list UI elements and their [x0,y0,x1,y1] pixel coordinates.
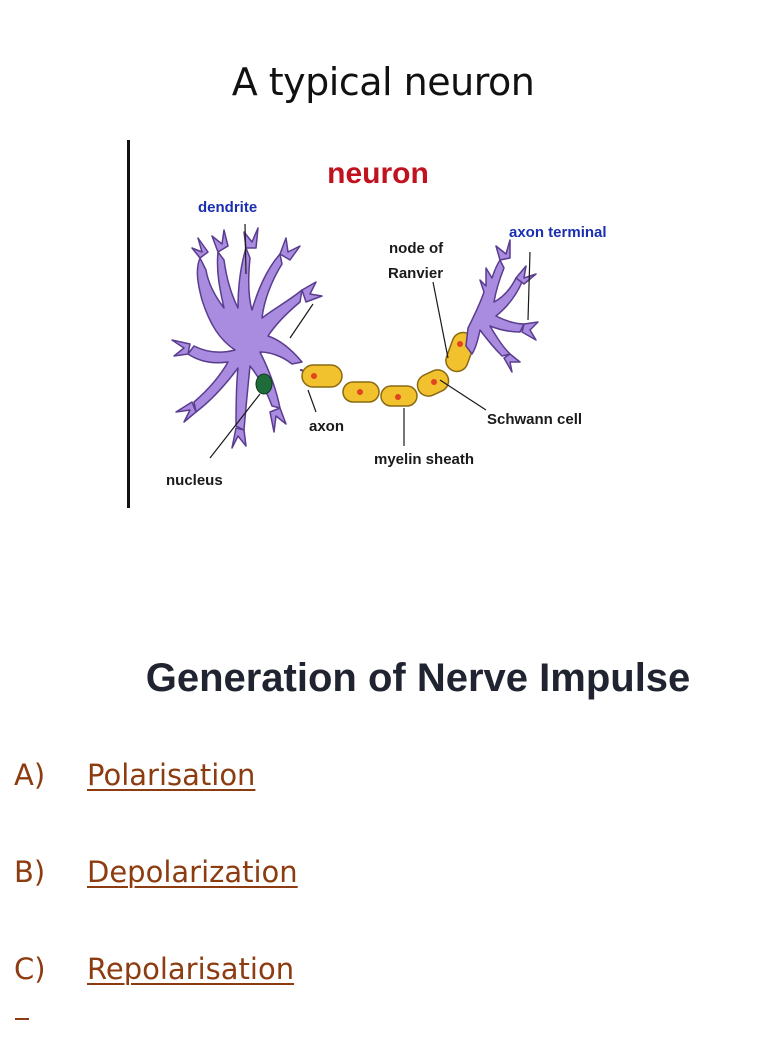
slide-title: A typical neuron [231,60,535,104]
list-item: B) Depolarization [14,855,298,952]
label-dendrite: dendrite [198,199,257,216]
impulse-steps-list: A) Polarisation B) Depolarization C) Rep… [14,758,298,1049]
step-marker: C) [14,952,46,986]
label-axon-terminal: axon terminal [509,224,607,241]
neuron-diagram: neuron [166,157,607,489]
nucleus-shape [255,373,273,395]
section-heading: Generation of Nerve Impulse [145,656,691,700]
axon-terminal-branches [465,239,539,373]
step-marker: B) [14,855,46,889]
underline-fragment [15,1018,29,1020]
label-axon: axon [309,418,344,435]
step-link-polarisation[interactable]: Polarisation [87,758,256,792]
diagram-title: neuron [327,157,429,190]
list-item: C) Repolarisation [14,952,298,1049]
myelin-sheath-segments [301,331,475,407]
step-link-depolarization[interactable]: Depolarization [87,855,298,889]
label-schwann-cell: Schwann cell [487,411,582,428]
label-myelin-sheath: myelin sheath [374,451,474,468]
step-link-repolarisation[interactable]: Repolarisation [87,952,295,986]
list-item: A) Polarisation [14,758,298,855]
step-marker: A) [14,758,46,792]
label-node-of-ranvier-2: Ranvier [388,265,443,282]
figure-divider-line [127,140,130,508]
label-nucleus: nucleus [166,472,223,489]
label-node-of-ranvier-1: node of [389,240,444,257]
cell-body [171,227,323,449]
